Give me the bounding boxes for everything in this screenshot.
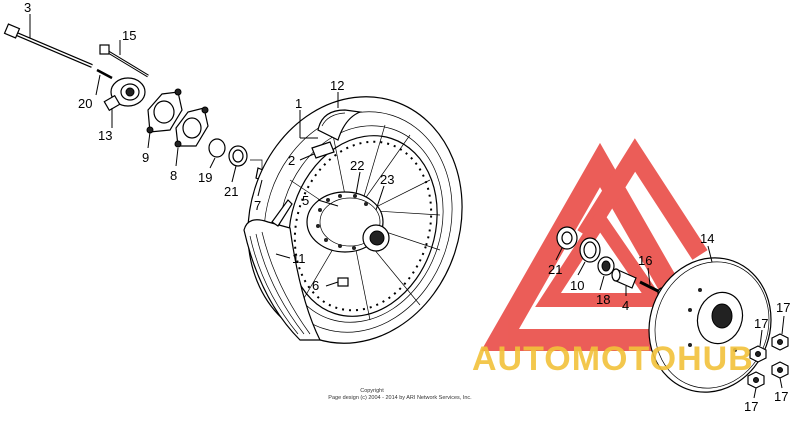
bearing-right (556, 226, 578, 250)
dust-seal (579, 237, 601, 263)
callout-21-left: 21 (224, 184, 238, 199)
bearing-left (228, 145, 248, 167)
spoke-nipple (337, 277, 349, 287)
callout-2: 2 (288, 153, 295, 168)
callout-13: 13 (98, 128, 112, 143)
callout-8: 8 (170, 168, 177, 183)
callout-5: 5 (302, 193, 309, 208)
callout-17-d: 17 (744, 399, 758, 414)
callout-labels: 3 15 20 13 9 8 19 21 7 1 12 2 22 23 5 11… (24, 0, 790, 414)
nut-17d (747, 371, 765, 389)
nut-17b (749, 345, 767, 363)
rim-band (311, 141, 335, 159)
dust-seal-plate (146, 88, 183, 134)
speedometer-gearbox (103, 77, 146, 112)
callout-23: 23 (380, 172, 394, 187)
copyright-line: Page design (c) 2004 - 2014 by ARI Netwo… (328, 395, 472, 401)
callout-18: 18 (596, 292, 610, 307)
callout-3: 3 (24, 0, 31, 15)
front-wheel (247, 96, 463, 344)
bolt (99, 44, 149, 78)
callout-12: 12 (330, 78, 344, 93)
callout-11: 11 (292, 251, 306, 266)
nut-17c (771, 361, 789, 379)
leader-lines (29, 14, 785, 399)
callout-17-b: 17 (754, 316, 768, 331)
retainer (174, 106, 209, 148)
pin (96, 68, 113, 80)
callout-21-right: 21 (548, 262, 562, 277)
collar-18 (597, 256, 615, 276)
callout-17-a: 17 (776, 300, 790, 315)
brake-disc (648, 257, 772, 393)
callout-9: 9 (142, 150, 149, 165)
watermark-logo (481, 138, 719, 351)
tire (243, 199, 321, 341)
callout-17-c: 17 (774, 389, 788, 404)
copyright-title: Copyright (360, 388, 384, 394)
inner-tube (317, 109, 363, 141)
axle (3, 23, 93, 68)
callout-7: 7 (254, 198, 261, 213)
callout-10: 10 (570, 278, 584, 293)
callout-1: 1 (295, 96, 302, 111)
watermark-text: AUTOMOTOHUB (472, 340, 754, 378)
callout-22: 22 (350, 158, 364, 173)
distance-collar-4 (611, 268, 637, 289)
callout-20: 20 (78, 96, 92, 111)
o-ring (208, 138, 226, 158)
callout-19: 19 (198, 170, 212, 185)
callout-15: 15 (122, 28, 136, 43)
callout-4: 4 (622, 298, 629, 313)
callout-16: 16 (638, 253, 652, 268)
nut-17a (771, 333, 789, 351)
callout-6: 6 (312, 278, 319, 293)
callout-14: 14 (700, 231, 714, 246)
